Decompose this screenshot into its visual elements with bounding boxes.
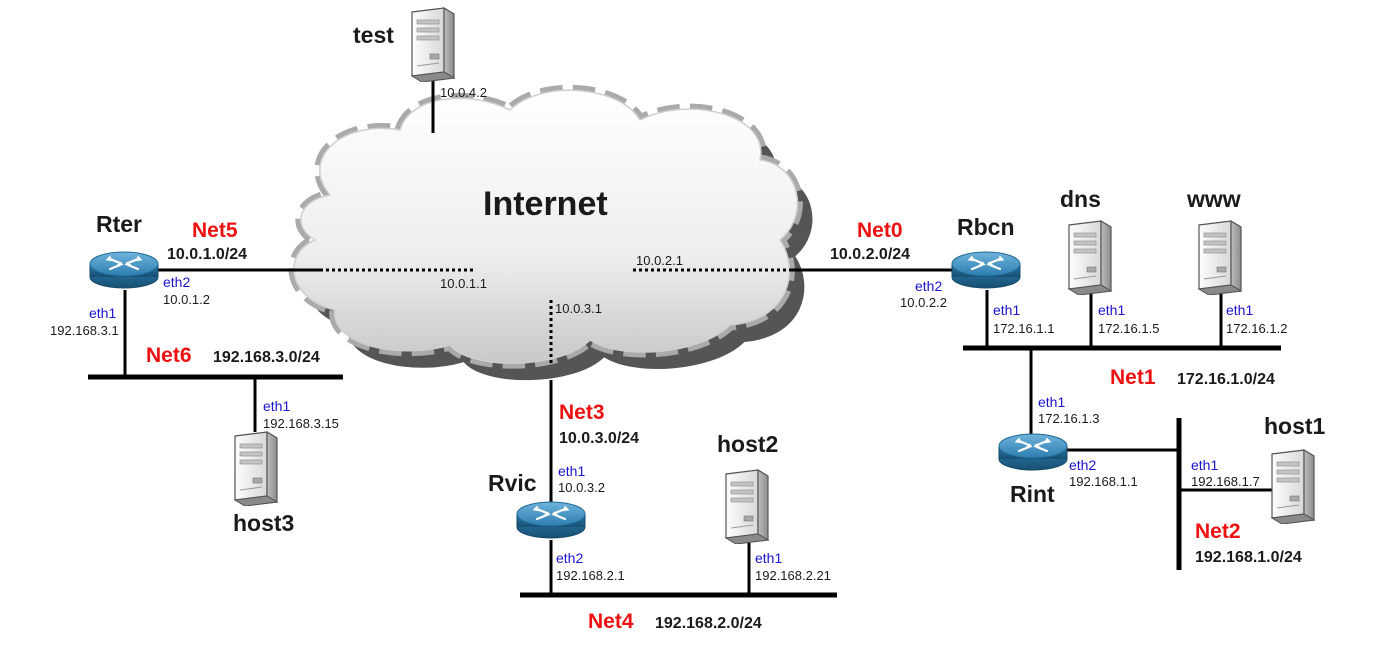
rbcn-eth2-ip: 10.0.2.2 <box>900 295 947 310</box>
host1-ip: 192.168.1.7 <box>1191 474 1260 489</box>
node-name-dns: dns <box>1060 186 1101 212</box>
host2-eth1-label: eth1 <box>755 550 782 566</box>
cloud-label: Internet <box>483 185 608 223</box>
server-icon-host3[interactable] <box>234 431 278 506</box>
router-icon-rvic[interactable] <box>515 500 587 540</box>
net3-addr: 10.0.3.0/24 <box>559 430 639 447</box>
rvic-eth1-ip: 10.0.3.2 <box>558 480 605 495</box>
router-icon-rint[interactable] <box>997 432 1069 472</box>
net5-addr: 10.0.1.0/24 <box>167 246 247 263</box>
cloud-ip-net3: 10.0.3.1 <box>555 301 602 316</box>
internet-cloud <box>288 84 813 381</box>
server-icon-test[interactable] <box>411 7 455 82</box>
net1-name: Net1 <box>1110 366 1156 389</box>
net4-addr: 192.168.2.0/24 <box>655 615 762 632</box>
rvic-eth2-ip: 192.168.2.1 <box>556 568 625 583</box>
net2-name: Net2 <box>1195 520 1241 543</box>
dns-ip: 172.16.1.5 <box>1098 321 1159 336</box>
net0-addr: 10.0.2.0/24 <box>830 246 910 263</box>
net6-addr: 192.168.3.0/24 <box>213 349 320 366</box>
rbcn-eth1-ip: 172.16.1.1 <box>993 321 1054 336</box>
router-icon-rbcn[interactable] <box>950 250 1022 290</box>
www-eth1-label: eth1 <box>1226 302 1253 318</box>
net3-name: Net3 <box>559 401 605 424</box>
www-ip: 172.16.1.2 <box>1226 321 1287 336</box>
net6-name: Net6 <box>146 344 192 367</box>
rter-eth1-ip: 192.168.3.1 <box>50 323 119 338</box>
node-name-www: www <box>1186 186 1241 212</box>
net0-name: Net0 <box>857 219 903 242</box>
rvic-eth1-label: eth1 <box>558 463 585 479</box>
node-name-rter: Rter <box>96 211 142 237</box>
node-name-rvic: Rvic <box>488 470 537 496</box>
server-icon-dns[interactable] <box>1068 220 1112 295</box>
cloud-ip-net0: 10.0.2.1 <box>636 253 683 268</box>
net4-name: Net4 <box>588 610 634 633</box>
node-name-rint: Rint <box>1010 481 1055 507</box>
dns-eth1-label: eth1 <box>1098 302 1125 318</box>
net1-addr: 172.16.1.0/24 <box>1177 371 1275 388</box>
host3-ip: 192.168.3.15 <box>263 416 339 431</box>
test-ip: 10.0.4.2 <box>440 85 487 100</box>
node-name-host1: host1 <box>1264 413 1326 439</box>
rint-eth2-label: eth2 <box>1069 457 1096 473</box>
rter-eth2-label: eth2 <box>163 274 190 290</box>
node-name-test: test <box>353 22 394 48</box>
rbcn-eth1-label: eth1 <box>993 302 1020 318</box>
server-icon-www[interactable] <box>1198 220 1242 295</box>
host3-eth1-label: eth1 <box>263 398 290 414</box>
server-icon-host2[interactable] <box>725 469 769 544</box>
host1-eth1-label: eth1 <box>1191 457 1218 473</box>
server-icon-host1[interactable] <box>1271 449 1315 524</box>
node-name-rbcn: Rbcn <box>957 214 1015 240</box>
net2-addr: 192.168.1.0/24 <box>1195 549 1302 566</box>
rint-eth1-label: eth1 <box>1038 394 1065 410</box>
rter-eth1-label: eth1 <box>89 305 116 321</box>
rint-eth2-ip: 192.168.1.1 <box>1069 474 1138 489</box>
rvic-eth2-label: eth2 <box>556 550 583 566</box>
rint-eth1-ip: 172.16.1.3 <box>1038 411 1099 426</box>
rbcn-eth2-label: eth2 <box>915 278 942 294</box>
rter-eth2-ip: 10.0.1.2 <box>163 292 210 307</box>
node-name-host2: host2 <box>717 431 778 457</box>
router-icon-rter[interactable] <box>88 250 160 290</box>
node-name-host3: host3 <box>233 510 294 536</box>
host2-ip: 192.168.2.21 <box>755 568 831 583</box>
net5-name: Net5 <box>192 219 238 242</box>
cloud-ip-net5: 10.0.1.1 <box>440 276 487 291</box>
